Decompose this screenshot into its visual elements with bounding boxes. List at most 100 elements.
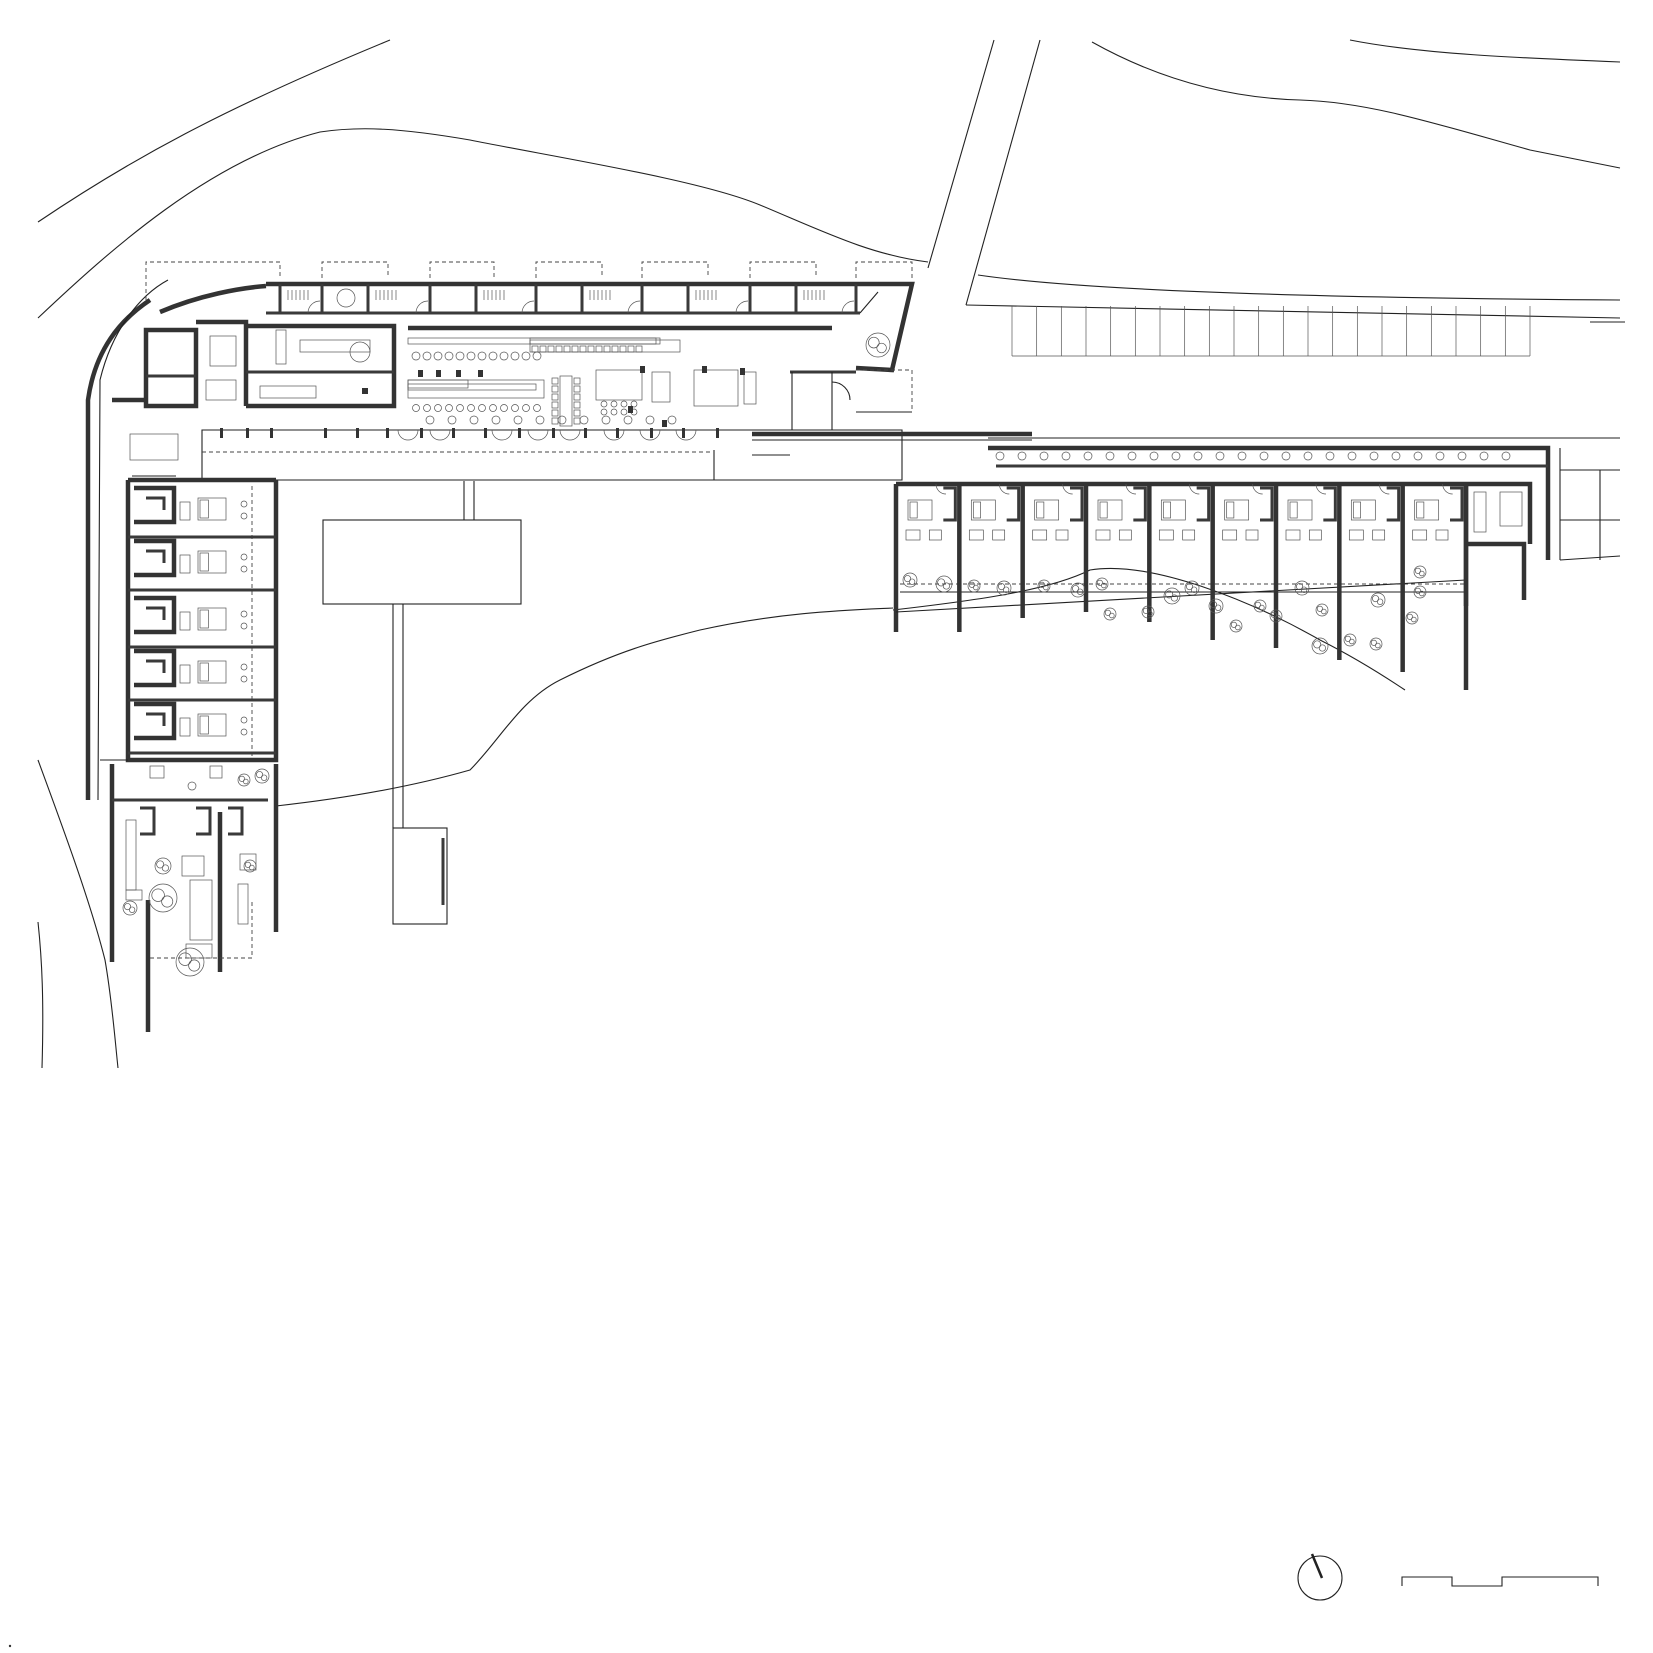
door-swing: [501, 429, 513, 441]
west-guest-room: [128, 701, 276, 755]
bar-stool-icon: [510, 351, 520, 361]
bed-icon: [907, 499, 933, 521]
bed-icon: [239, 853, 257, 871]
tree-icon: [1037, 579, 1051, 593]
bar-stool-icon: [478, 404, 486, 412]
washroom-core: [1133, 486, 1147, 522]
column: [650, 428, 653, 438]
washroom-core: [140, 806, 156, 836]
round-table-icon: [336, 288, 356, 308]
door-swing: [521, 300, 535, 314]
tree-icon: [1405, 611, 1419, 625]
chair-icon: [240, 675, 248, 683]
bed-icon: [1034, 499, 1060, 521]
door-swing: [439, 429, 451, 441]
east-guest-room: [1147, 483, 1211, 622]
door-swing: [841, 300, 855, 314]
tree-icon: [1294, 580, 1310, 596]
column: [702, 366, 707, 373]
bar-stool-icon: [444, 351, 454, 361]
shrub-icon: [1083, 451, 1093, 461]
column: [456, 370, 461, 377]
tree-icon: [1070, 582, 1086, 598]
door-swing: [1442, 483, 1453, 495]
chair-icon: [547, 345, 555, 353]
tree-icon: [996, 580, 1012, 596]
vanity: [1055, 529, 1069, 541]
chair-icon: [531, 345, 539, 353]
kitchen-island: [299, 339, 371, 353]
chair-icon: [539, 345, 547, 353]
east-room-row: [905, 451, 1511, 690]
chair-icon: [551, 417, 559, 425]
chair-icon: [240, 663, 248, 671]
tree-icon: [935, 575, 953, 593]
shrub-icon: [1017, 451, 1027, 461]
washroom-core: [196, 806, 212, 836]
bed-icon: [197, 713, 227, 737]
east-guest-room: [1337, 483, 1401, 660]
tree-icon: [122, 900, 138, 916]
chair-icon: [551, 409, 559, 417]
shrub-icon: [1413, 451, 1423, 461]
column: [420, 428, 423, 438]
shrub-icon: [1347, 451, 1357, 461]
washroom-core: [1323, 486, 1337, 522]
bar-stool-icon: [422, 351, 432, 361]
east-guest-room: [1083, 483, 1147, 612]
column: [662, 420, 667, 427]
door-swing: [407, 429, 419, 441]
round-table-icon: [623, 415, 633, 425]
terrace-doors: [220, 415, 719, 441]
column: [640, 366, 645, 373]
daybed: [125, 889, 143, 901]
west-room-stack: [128, 485, 276, 791]
chair-icon: [635, 345, 643, 353]
door-swing: [1188, 483, 1200, 495]
counter: [407, 383, 537, 391]
desk: [179, 611, 191, 631]
chair-icon: [551, 385, 559, 393]
washroom-core: [1386, 486, 1401, 522]
washroom-fixtures: [205, 379, 237, 401]
west-guest-room: [128, 485, 276, 539]
door-swing: [603, 429, 615, 441]
bathtub-icon: [1412, 529, 1428, 541]
round-table-icon: [557, 415, 567, 425]
bed-icon: [1097, 499, 1123, 521]
desk: [179, 664, 191, 684]
chair-icon: [563, 345, 571, 353]
bar-stool-icon: [522, 404, 530, 412]
chair-icon: [573, 393, 581, 401]
round-table-icon: [447, 415, 457, 425]
bar-stool-icon: [456, 404, 464, 412]
chair-icon: [187, 781, 197, 791]
tree-icon: [1413, 585, 1427, 599]
desk: [179, 554, 191, 574]
chair-icon: [240, 716, 248, 724]
lounge-group: [693, 369, 739, 407]
tree-icon: [1141, 605, 1155, 619]
sofa-group: [595, 369, 643, 401]
terrace-outline: [201, 429, 903, 807]
shrub-icon: [1479, 451, 1489, 461]
door-swing: [685, 429, 697, 441]
column: [478, 370, 483, 377]
bar-stool-icon: [532, 351, 542, 361]
door-swing: [1378, 483, 1390, 495]
round-table-icon: [645, 415, 655, 425]
bar-stool-icon: [455, 351, 465, 361]
tree-icon: [254, 768, 270, 784]
column: [552, 428, 555, 438]
door-swing: [491, 429, 503, 441]
chair-icon: [551, 377, 559, 385]
washroom-fixtures: [209, 335, 237, 367]
shrub-icon: [1391, 451, 1401, 461]
chair-icon: [610, 400, 618, 408]
lobby-furniture: [205, 329, 757, 427]
round-table-icon: [513, 415, 523, 425]
door-swing: [415, 300, 429, 314]
shrub-icon: [1303, 451, 1313, 461]
bathtub-icon: [905, 529, 921, 541]
armchair: [743, 371, 757, 405]
